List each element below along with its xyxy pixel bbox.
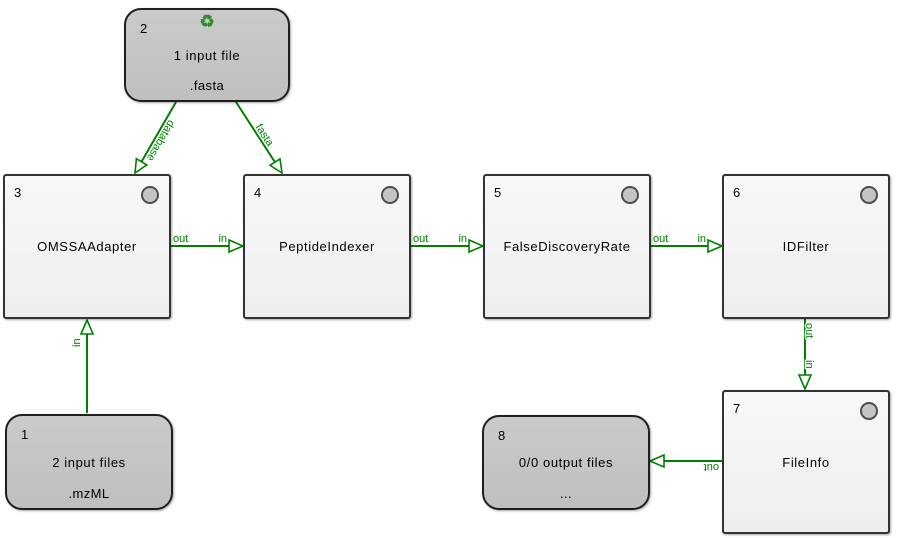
node-number: 5 [494,185,502,200]
node-number: 7 [733,401,741,416]
edge-label-out: out [413,233,428,245]
edge-input-fasta-to-omssa-adapter[interactable]: database [134,101,178,175]
edge-label-out: out [173,233,188,245]
node-title: OMSSAAdapter [37,239,137,254]
arrowhead-icon [228,238,246,254]
status-circle [381,186,399,204]
status-circle [860,186,878,204]
node-title: FalseDiscoveryRate [503,239,631,254]
status-circle [860,402,878,420]
node-number: 6 [733,185,741,200]
node-output-files[interactable]: 8 0/0 output files ... [482,415,650,510]
edge-id-filter-to-file-info[interactable]: out in [797,319,816,392]
edge-label-in: in [71,338,83,347]
node-number: 2 [140,21,148,36]
arrowhead-icon [79,317,95,335]
node-extension: ... [559,486,573,501]
edge-label-fasta: fasta [253,122,277,149]
node-peptide-indexer[interactable]: 4 PeptideIndexer [243,174,411,319]
arrowhead-icon [468,238,486,254]
node-number: 1 [21,427,29,442]
node-file-info[interactable]: 7 FileInfo [722,390,890,534]
node-extension: .mzML [68,486,110,501]
edge-label-database: database [144,118,177,163]
arrowhead-icon [134,157,149,175]
edge-label-out: out [704,461,719,473]
edge-label-in: in [218,233,227,245]
node-title: PeptideIndexer [279,239,375,254]
node-extension: .fasta [189,78,225,93]
edge-input-mzml-to-omssa-adapter[interactable]: in [70,317,95,413]
status-circle [621,186,639,204]
recycle-icon: ♻ [199,12,215,31]
node-title: 2 input files [52,454,126,470]
node-input-fasta[interactable]: 2 ♻ 1 input file .fasta [124,8,290,102]
node-id-filter[interactable]: 6 IDFilter [722,174,890,319]
edge-peptide-indexer-to-false-discovery-rate[interactable]: out in [411,232,486,254]
edge-label-in: in [697,233,706,245]
arrowhead-icon [797,374,813,392]
edge-label-in: in [458,233,467,245]
edge-input-fasta-to-peptide-indexer[interactable]: fasta [235,101,284,175]
node-false-discovery-rate[interactable]: 5 FalseDiscoveryRate [483,174,651,319]
edge-label-out: out [803,323,815,338]
node-omssa-adapter[interactable]: 3 OMSSAAdapter [3,174,171,319]
node-number: 4 [254,185,262,200]
node-number: 8 [498,428,506,443]
edge-omssa-adapter-to-peptide-indexer[interactable]: out in [171,232,246,254]
node-title: 0/0 output files [518,455,614,470]
arrowhead-icon [268,157,284,175]
node-number: 3 [14,185,22,200]
arrowhead-icon [647,453,665,469]
edge-file-info-to-output-files[interactable]: out [647,453,722,474]
node-title: IDFilter [782,239,830,254]
node-title: FileInfo [782,454,830,470]
edge-false-discovery-rate-to-id-filter[interactable]: out in [651,232,725,254]
status-circle [141,186,159,204]
node-input-mzml[interactable]: 1 2 input files .mzML [5,414,173,510]
arrowhead-icon [707,238,725,254]
edge-label-in: in [803,360,815,369]
node-title: 1 input file [173,47,241,63]
edge-label-out: out [653,233,668,245]
